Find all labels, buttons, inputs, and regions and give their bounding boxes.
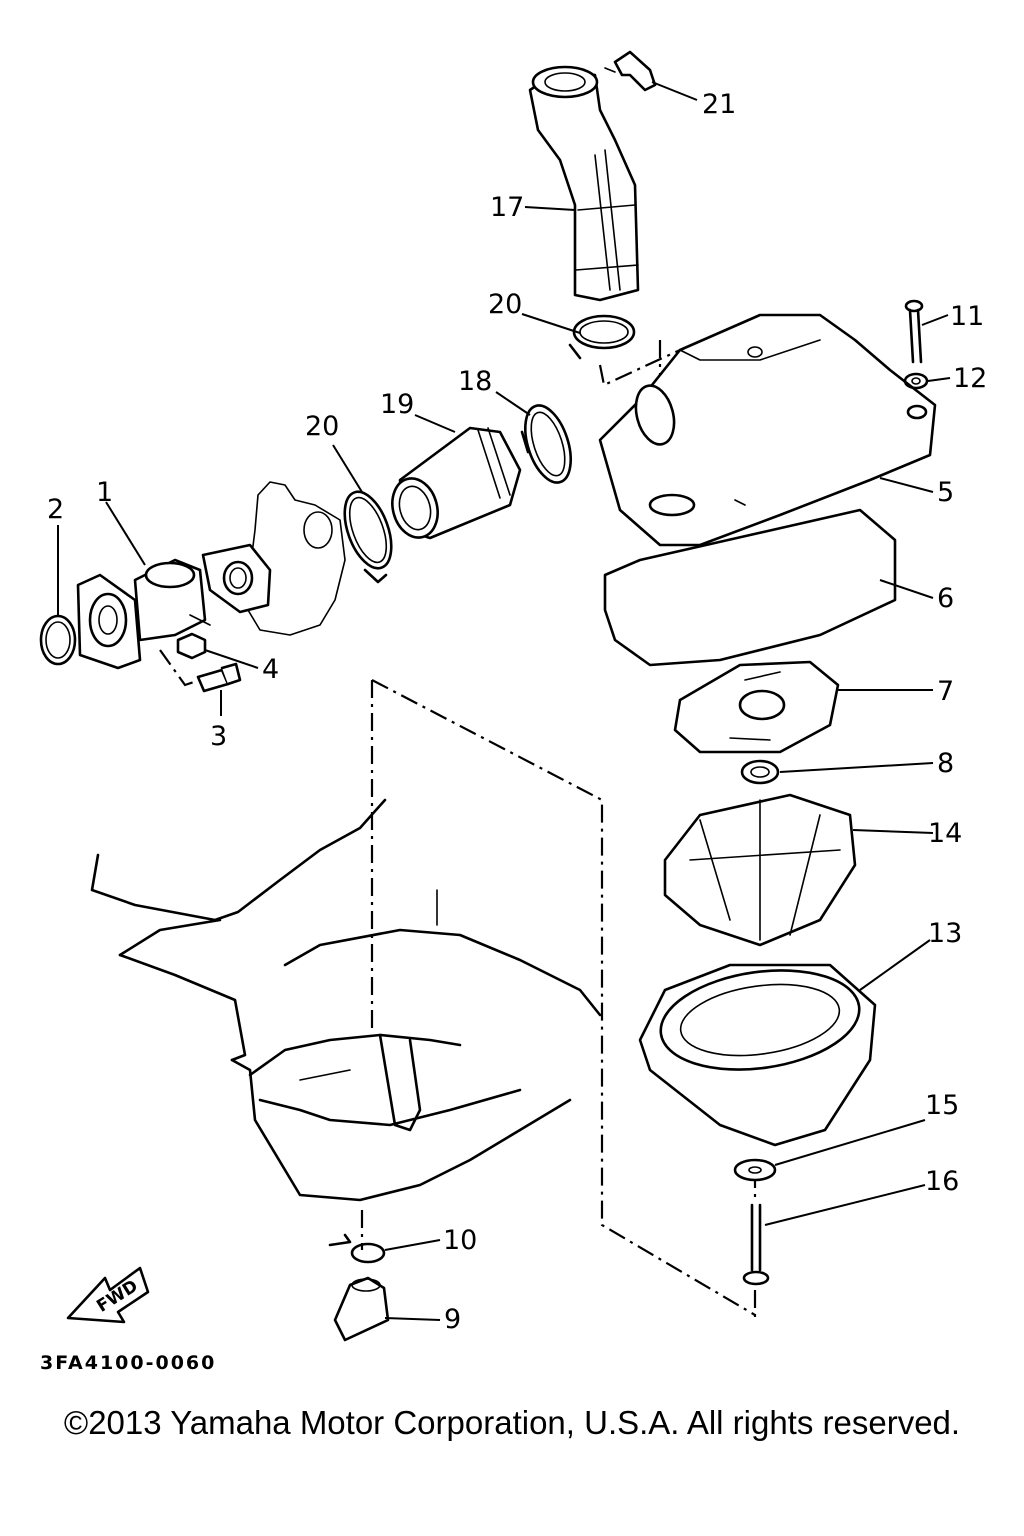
part-19-joint-hose bbox=[391, 426, 522, 540]
carburetor-outline bbox=[201, 481, 346, 636]
callout-7: 7 bbox=[937, 676, 954, 707]
callout-18: 18 bbox=[458, 366, 492, 397]
callout-14: 14 bbox=[928, 818, 962, 849]
callout-10: 10 bbox=[443, 1225, 477, 1256]
part-14-element-guide bbox=[663, 793, 857, 947]
part-18-clamp bbox=[520, 404, 572, 484]
callout-5: 5 bbox=[937, 477, 954, 508]
part-9-drain-cap bbox=[333, 1276, 390, 1342]
part-16-bolt bbox=[742, 1203, 770, 1286]
frame-outline bbox=[90, 798, 602, 1202]
callout-20-upper: 20 bbox=[488, 289, 522, 320]
callout-4: 4 bbox=[262, 654, 279, 685]
fwd-arrow-icon: FWD bbox=[66, 1266, 150, 1324]
part-11-bolt bbox=[904, 299, 924, 364]
part-13-filter-element bbox=[638, 963, 877, 1147]
callout-13: 13 bbox=[928, 918, 962, 949]
part-20-clamp-upper bbox=[568, 314, 636, 360]
part-2-o-ring-inner bbox=[45, 621, 71, 659]
part-2-o-ring bbox=[39, 614, 77, 666]
part-15-washer bbox=[733, 1158, 777, 1182]
callout-21: 21 bbox=[702, 89, 736, 120]
part-12-washer bbox=[903, 372, 929, 390]
callout-numbers: 2 1 3 4 20 19 18 20 17 21 11 12 5 6 7 8 … bbox=[47, 89, 987, 1335]
callout-1: 1 bbox=[96, 477, 113, 508]
callout-17: 17 bbox=[490, 192, 524, 223]
callout-16: 16 bbox=[925, 1166, 959, 1197]
part-6-gasket bbox=[603, 508, 897, 667]
part-17-intake-duct bbox=[528, 65, 640, 302]
part-5-filter-case-cap bbox=[598, 313, 937, 547]
callout-3: 3 bbox=[210, 721, 227, 752]
part-21-breather-elbow bbox=[604, 50, 657, 92]
part-1-intake-joint bbox=[76, 558, 211, 670]
part-8-lock-washer bbox=[740, 759, 780, 785]
callout-20-lower: 20 bbox=[305, 411, 339, 442]
callout-12: 12 bbox=[953, 363, 987, 394]
callout-2: 2 bbox=[47, 494, 64, 525]
callout-19: 19 bbox=[380, 389, 414, 420]
part-3-bolt bbox=[196, 662, 242, 693]
part-20-clamp-lower bbox=[343, 490, 393, 584]
leader-lines bbox=[57, 81, 951, 1321]
part-4-nut bbox=[176, 632, 207, 660]
copyright-notice: ©2013 Yamaha Motor Corporation, U.S.A. A… bbox=[63, 1404, 961, 1441]
callout-9: 9 bbox=[444, 1304, 461, 1335]
callout-8: 8 bbox=[937, 748, 954, 779]
part-10-clip bbox=[328, 1233, 386, 1264]
callout-6: 6 bbox=[937, 583, 954, 614]
part-7-element-holder bbox=[673, 660, 840, 754]
callout-11: 11 bbox=[950, 301, 984, 332]
callout-15: 15 bbox=[925, 1090, 959, 1121]
drawing-code: 3FA4100-0060 bbox=[40, 1352, 217, 1374]
